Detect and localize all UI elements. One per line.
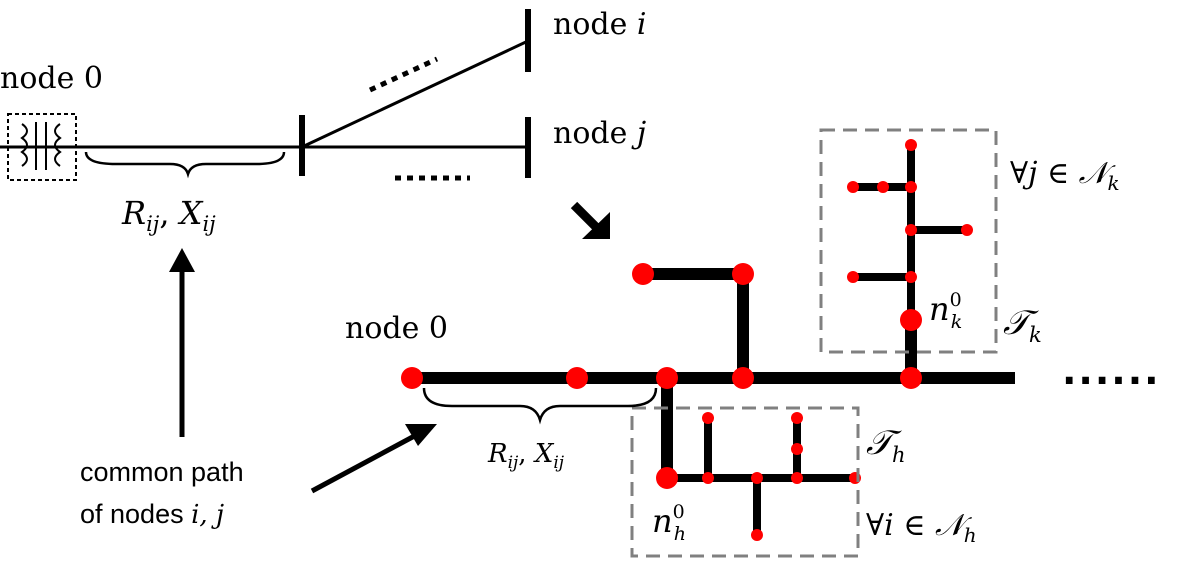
node-dot (847, 271, 859, 283)
top-node0-label: node 0 (0, 61, 103, 96)
node-dot (791, 443, 803, 455)
bottom-ellipsis: ...... (1062, 349, 1161, 393)
node-dot (905, 181, 917, 193)
node-dot (900, 367, 922, 389)
node-dot (732, 367, 754, 389)
subtree-h-box (630, 406, 860, 558)
node-dot (656, 467, 678, 489)
node-dot (732, 263, 754, 285)
note-line-1: common path (80, 457, 244, 487)
node-dot (905, 139, 917, 151)
node-dot (566, 367, 588, 389)
node-dot (751, 472, 763, 484)
node-dot (401, 367, 423, 389)
forall-k-label: ∀j ∈ 𝒩k (1010, 156, 1120, 195)
up-arrow (169, 248, 195, 437)
bottom-tree: node 0 (345, 128, 1161, 558)
arrows (169, 201, 610, 494)
node-i-label: node i (553, 7, 647, 42)
forall-h-label: ∀i ∈ 𝒩h (866, 508, 977, 547)
node-dot (702, 412, 714, 424)
top-feeder: node 0 node i node j Rij, Xij (0, 7, 647, 236)
node-dot (961, 224, 973, 236)
branch-to-node-i (301, 39, 529, 149)
node-dot (632, 263, 654, 285)
node-dot (847, 181, 859, 193)
node-dot (877, 181, 889, 193)
bottom-node0-label: node 0 (345, 311, 448, 346)
bottom-brace (422, 387, 658, 425)
node-dot (791, 472, 803, 484)
subtree-k-box (819, 128, 998, 354)
tree-h-label: 𝒯h (866, 423, 906, 467)
node-dot (751, 529, 763, 541)
node-dot (656, 367, 678, 389)
bottom-impedance-label: Rij, Xij (487, 439, 565, 473)
node-j-label: node j (553, 116, 646, 151)
node-dot (905, 271, 917, 283)
note-arrow (310, 424, 437, 494)
ellipsis-diagonal (368, 56, 439, 93)
node-dot (791, 412, 803, 424)
tree-k-label: 𝒯k (1003, 303, 1042, 347)
diagonal-arrow (570, 201, 610, 239)
node-dot (905, 224, 917, 236)
node-dot (900, 309, 922, 331)
common-path-note: common path of nodes i, j (80, 457, 244, 530)
node-dot (702, 472, 714, 484)
note-line-2: of nodes i, j (80, 499, 224, 530)
top-impedance-label: Rij, Xij (121, 194, 216, 236)
top-brace (84, 151, 286, 179)
